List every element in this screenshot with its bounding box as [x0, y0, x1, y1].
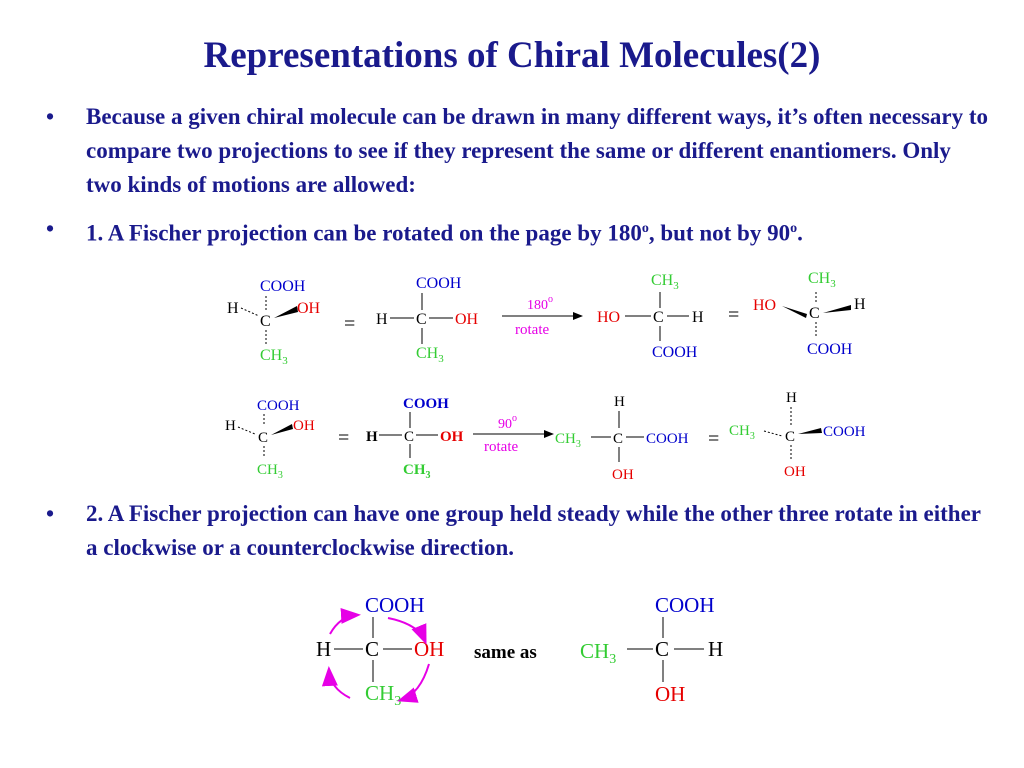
svg-text:CH3: CH3: [416, 345, 444, 365]
rotate-180-arrow: 180o rotate: [502, 294, 583, 338]
svg-text:H: H: [225, 418, 236, 434]
molecule-wedge-8: H CH3 C COOH OH: [729, 390, 866, 480]
molecule-fischer-10: COOH CH3 C H OH: [580, 593, 723, 706]
bullet-hold-text: 2. A Fischer projection can have one gro…: [86, 501, 981, 560]
svg-text:H: H: [708, 637, 723, 661]
svg-text:C: C: [260, 313, 271, 330]
molecule-fischer-9: COOH H C OH CH3: [316, 593, 444, 709]
svg-text:C: C: [613, 431, 623, 447]
svg-text:COOH: COOH: [823, 424, 866, 440]
svg-text:CH3: CH3: [257, 462, 283, 481]
svg-text:CH3: CH3: [403, 462, 431, 481]
equals-sign: =: [708, 428, 719, 450]
svg-text:CH3: CH3: [580, 639, 616, 667]
svg-text:rotate: rotate: [484, 439, 518, 455]
bullet-marker: •: [46, 501, 55, 526]
svg-text:COOH: COOH: [652, 344, 698, 361]
molecule-fischer-7: H CH3 C COOH OH: [555, 394, 689, 483]
svg-text:HO: HO: [597, 309, 620, 326]
molecule-fischer-2: COOH H C OH CH3: [376, 275, 479, 365]
svg-text:C: C: [258, 430, 268, 446]
svg-text:90o: 90o: [498, 413, 517, 432]
svg-text:H: H: [366, 429, 378, 445]
svg-text:H: H: [786, 390, 797, 406]
svg-text:COOH: COOH: [646, 431, 689, 447]
svg-text:C: C: [785, 429, 795, 445]
svg-text:CH3: CH3: [808, 270, 836, 290]
svg-text:OH: OH: [293, 418, 315, 434]
rotate-90-arrow: 90o rotate: [473, 413, 554, 455]
equals-sign: =: [338, 427, 349, 449]
svg-text:COOH: COOH: [403, 396, 449, 412]
svg-text:H: H: [376, 311, 388, 328]
svg-text:H: H: [692, 309, 704, 326]
svg-text:C: C: [404, 429, 414, 445]
svg-text:C: C: [416, 311, 427, 328]
svg-text:COOH: COOH: [365, 593, 425, 617]
svg-text:COOH: COOH: [416, 275, 462, 292]
svg-text:C: C: [809, 305, 820, 322]
svg-text:CH3: CH3: [260, 347, 288, 367]
svg-text:CH3: CH3: [729, 423, 755, 442]
bullet-intro-text: Because a given chiral molecule can be d…: [86, 104, 989, 197]
bullet-marker: •: [46, 216, 55, 241]
svg-text:COOH: COOH: [257, 398, 300, 414]
svg-text:HO: HO: [753, 297, 776, 314]
molecule-wedge-5: COOH H C OH CH3: [225, 398, 315, 481]
svg-text:H: H: [854, 296, 866, 313]
svg-text:C: C: [365, 637, 379, 661]
svg-text:CH3: CH3: [555, 431, 581, 450]
svg-text:CH3: CH3: [651, 272, 679, 292]
rotation-arrows: [321, 607, 430, 703]
svg-text:OH: OH: [455, 311, 479, 328]
svg-text:OH: OH: [297, 300, 321, 317]
svg-text:OH: OH: [612, 467, 634, 483]
molecule-wedge-4: CH3 HO C H COOH: [753, 270, 866, 358]
same-as-label: same as: [474, 642, 537, 663]
svg-text:180o: 180o: [527, 294, 553, 313]
svg-text:C: C: [655, 637, 669, 661]
equals-sign: =: [728, 304, 739, 326]
svg-text:OH: OH: [440, 429, 464, 445]
slide-title: Representations of Chiral Molecules(2): [203, 35, 821, 76]
svg-text:H: H: [316, 637, 331, 661]
svg-text:OH: OH: [414, 637, 444, 661]
svg-text:H: H: [614, 394, 625, 410]
svg-text:CH3: CH3: [365, 681, 401, 709]
svg-text:rotate: rotate: [515, 322, 549, 338]
equals-sign: =: [344, 313, 355, 335]
molecule-fischer-6: COOH H C OH CH3: [366, 396, 464, 481]
svg-text:C: C: [653, 309, 664, 326]
svg-text:COOH: COOH: [260, 278, 306, 295]
svg-text:COOH: COOH: [807, 341, 853, 358]
bullet-marker: •: [46, 104, 55, 129]
molecule-wedge-1: COOH H C OH CH3: [227, 278, 321, 367]
molecule-fischer-3: CH3 HO C H COOH: [597, 272, 704, 361]
bullet-rotation-text: 1. A Fischer projection can be rotated o…: [86, 220, 803, 246]
svg-text:H: H: [227, 300, 239, 317]
svg-text:COOH: COOH: [655, 593, 715, 617]
svg-text:OH: OH: [784, 464, 806, 480]
svg-text:OH: OH: [655, 682, 685, 706]
